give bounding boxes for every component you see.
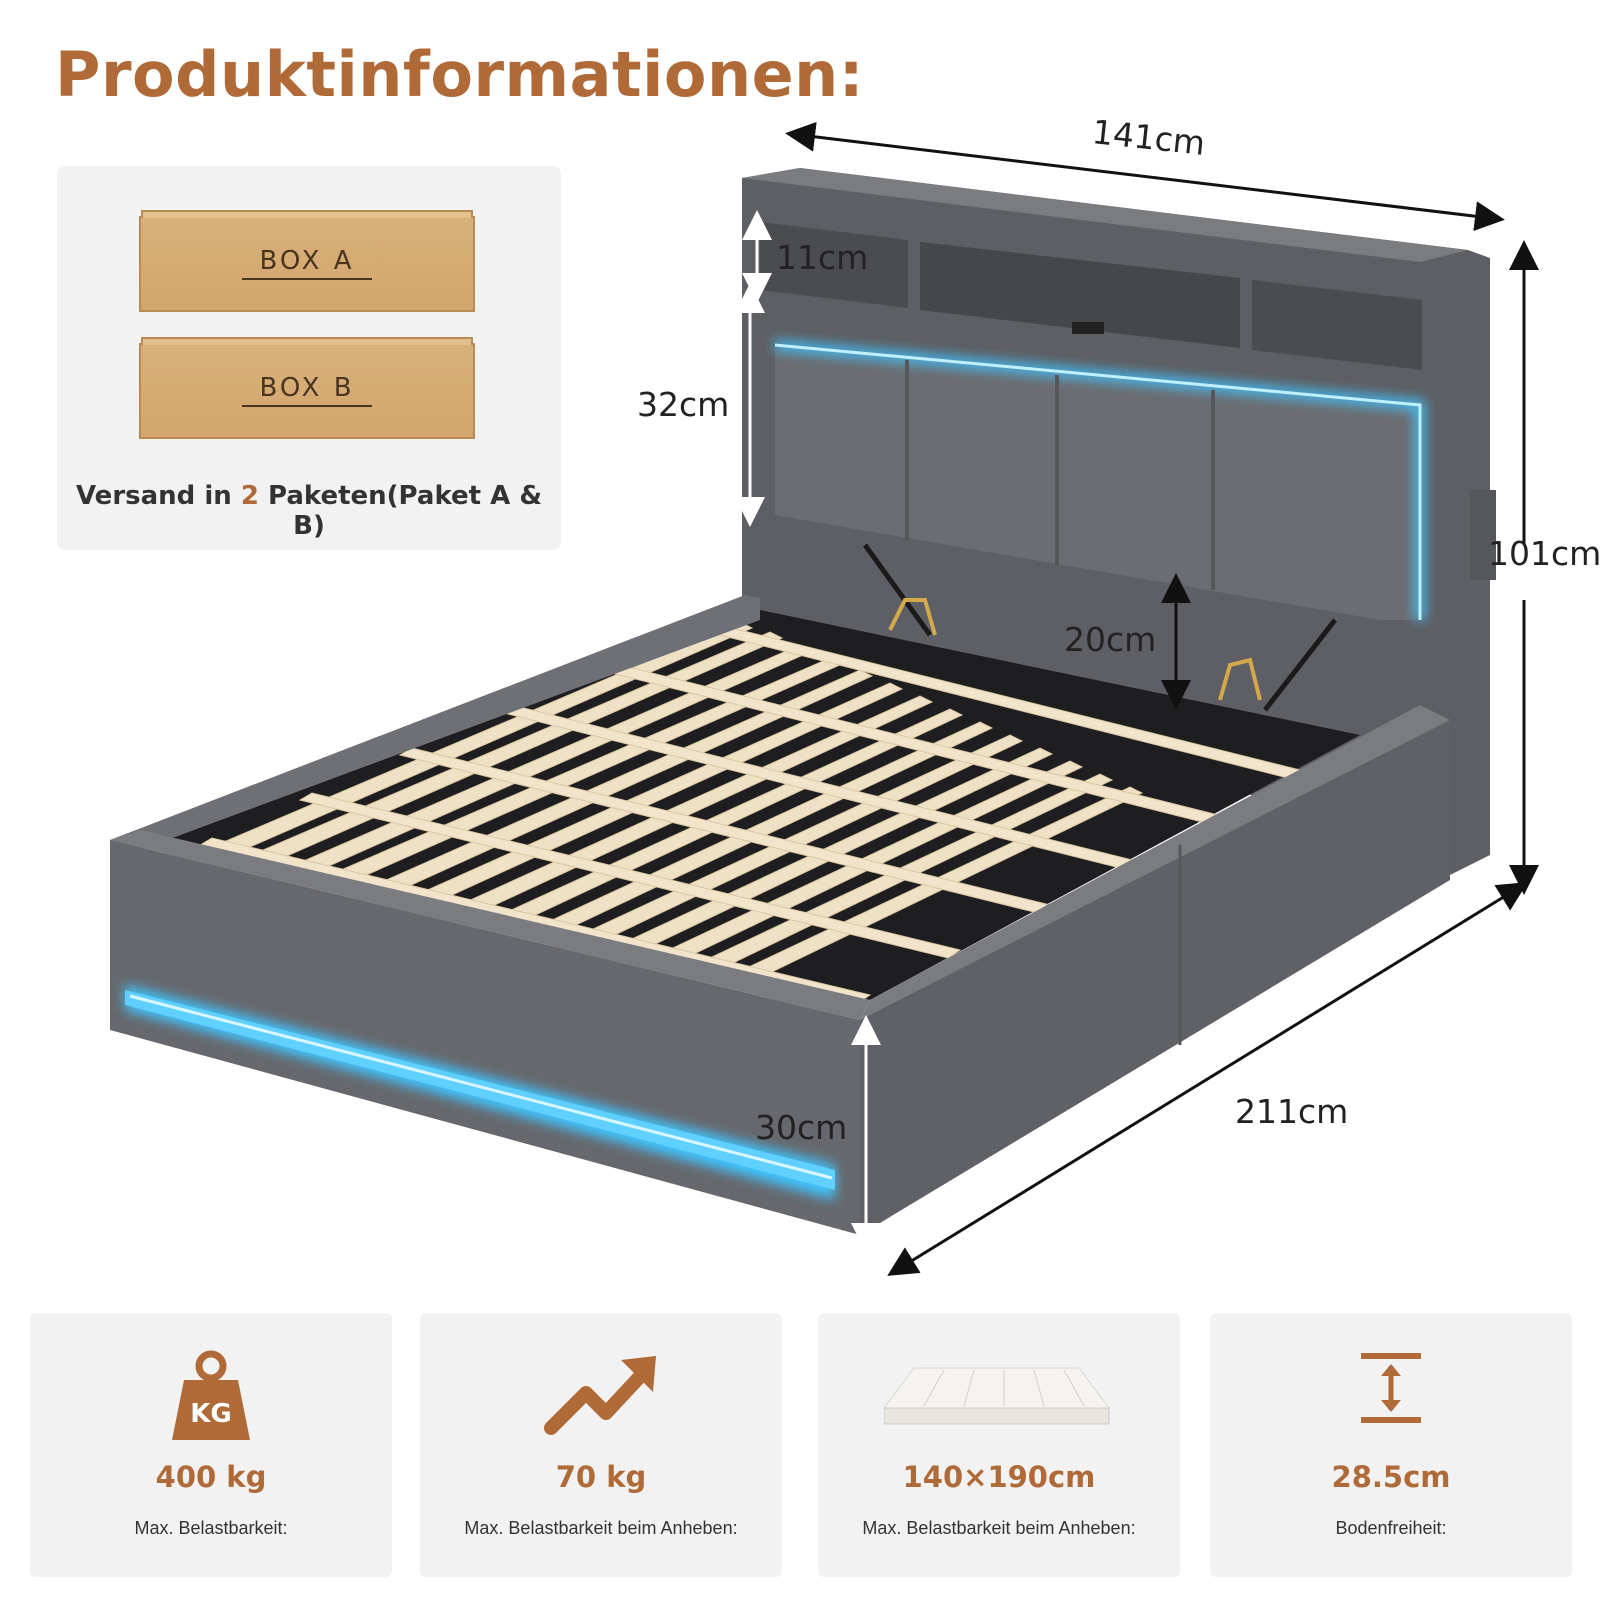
side-height-dimension: 30cm	[755, 1108, 848, 1147]
usb-port	[1072, 322, 1104, 334]
box-a-label: BOX A	[141, 246, 473, 280]
headboard-led-core	[774, 343, 1422, 620]
footboard-top	[110, 830, 870, 1020]
weight-kg-icon: KG	[30, 1348, 392, 1448]
shelf-height-dimension: 11cm	[776, 238, 869, 277]
shelf-cubby-right	[1252, 280, 1422, 370]
box-a-image: BOX A	[139, 210, 475, 312]
headboard-panel-dimension: 32cm	[637, 385, 730, 424]
shelf-cubby-left	[760, 222, 908, 308]
page-title: Produktinformationen:	[55, 38, 865, 111]
spec-card-ground-clearance: 28.5cm Bodenfreiheit:	[1210, 1313, 1572, 1577]
lift-gap-dimension: 20cm	[1064, 620, 1157, 659]
shipping-text: Versand in 2 Paketen(Paket A & B)	[57, 481, 561, 541]
box-b-image: BOX B	[139, 337, 475, 439]
side-rail-left	[110, 595, 760, 850]
spec-value: 70 kg	[555, 1460, 647, 1494]
spec-label: Bodenfreiheit:	[1335, 1518, 1447, 1538]
spec-label: Max. Belastbarkeit beim Anheben:	[464, 1518, 738, 1538]
spec-label: Max. Belastbarkeit:	[134, 1518, 288, 1538]
height-clearance-icon	[1210, 1348, 1572, 1448]
bed-illustration	[110, 121, 1539, 1276]
headboard-panel	[775, 345, 1420, 620]
length-arrow	[887, 882, 1528, 1276]
side-pocket	[1470, 490, 1496, 580]
shelf-cubby-center	[920, 242, 1240, 348]
weight-icon-text: KG	[190, 1399, 232, 1429]
spec-card-mattress-size: 140×190cm Max. Belastbarkeit beim Anhebe…	[818, 1313, 1180, 1577]
spec-card-max-load: KG 400 kg Max. Belastbarkeit:	[30, 1313, 392, 1577]
spec-value: 28.5cm	[1331, 1460, 1451, 1494]
spec-value: 400 kg	[155, 1460, 267, 1494]
shipping-text-suffix: Paketen(Paket A & B)	[258, 481, 542, 541]
package-count: 2	[240, 481, 259, 511]
spec-label: Max. Belastbarkeit beim Anheben:	[862, 1518, 1136, 1538]
trend-up-arrow-icon	[420, 1348, 782, 1448]
box-b-label: BOX B	[141, 373, 473, 407]
shipping-text-prefix: Versand in	[75, 481, 241, 511]
total-height-dimension: 101cm	[1488, 534, 1600, 573]
shipping-panel: BOX A BOX B Versand in 2 Paketen(Paket A…	[57, 166, 561, 550]
spec-value: 140×190cm	[902, 1460, 1096, 1494]
length-dimension: 211cm	[1235, 1092, 1349, 1131]
spec-card-lift-load: 70 kg Max. Belastbarkeit beim Anheben:	[420, 1313, 782, 1577]
width-arrow	[785, 121, 1505, 232]
mattress-icon	[818, 1348, 1180, 1448]
